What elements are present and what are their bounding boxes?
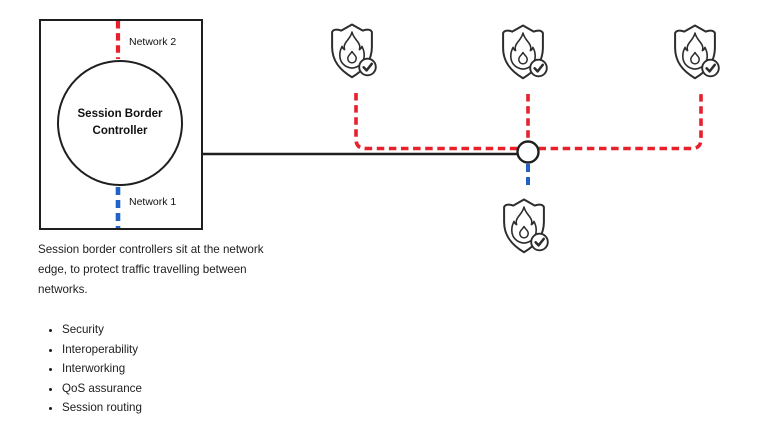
network-2-label: Network 2 — [129, 36, 177, 48]
feature-item: Interworking — [62, 359, 142, 379]
firewall-icon-top-middle — [501, 24, 549, 80]
firewall-icon-bottom — [502, 198, 550, 254]
red-network-path-right — [538, 93, 703, 151]
feature-list: Security Interoperability Interworking Q… — [38, 320, 142, 418]
description-paragraph: Session border controllers sit at the ne… — [38, 243, 264, 296]
sbc-box: Session Border Controller — [39, 19, 203, 230]
feature-item: Interoperability — [62, 340, 142, 360]
firewall-icon-top-left — [330, 23, 378, 79]
sbc-node: Session Border Controller — [57, 60, 183, 186]
red-network-path-left — [354, 93, 518, 151]
sbc-label: Session Border Controller — [77, 108, 163, 137]
feature-item: Session routing — [62, 398, 142, 418]
junction-node — [516, 140, 540, 164]
firewall-icon-top-right — [673, 24, 721, 80]
network-1-label: Network 1 — [129, 196, 177, 208]
feature-item: QoS assurance — [62, 379, 142, 399]
feature-item: Security — [62, 320, 142, 340]
